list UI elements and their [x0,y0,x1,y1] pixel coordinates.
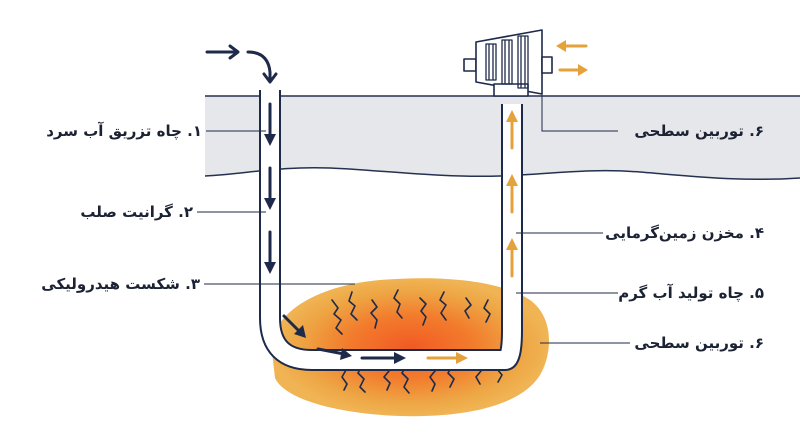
turbine-icon [463,29,553,97]
geothermal-reservoir [271,278,550,417]
cold-water-inlet-arrow [205,44,278,84]
label-surface-turbine-top: ۶. توربین سطحی [634,122,764,140]
cold-water-arrows [264,102,406,364]
label-surface-turbine-bottom: ۶. توربین سطحی [634,334,764,352]
turbine-flow-arrows [556,40,588,76]
label-hot-production-well: ۵. چاه تولید آب گرم [618,284,764,302]
leader-lines [197,94,630,344]
label-geothermal-reservoir: ۴. مخزن زمین‌گرمایی [605,224,764,242]
well-pipe-interior [261,90,521,369]
label-hydraulic-fracture: ۳. شکست هیدرولیکی [41,275,200,293]
label-cold-injection-well: ۱. چاه تزریق آب سرد [46,122,202,140]
hot-water-arrows [426,110,518,364]
rock-boundary-line [204,166,800,181]
label-solid-granite: ۲. گرانیت صلب [80,203,193,221]
